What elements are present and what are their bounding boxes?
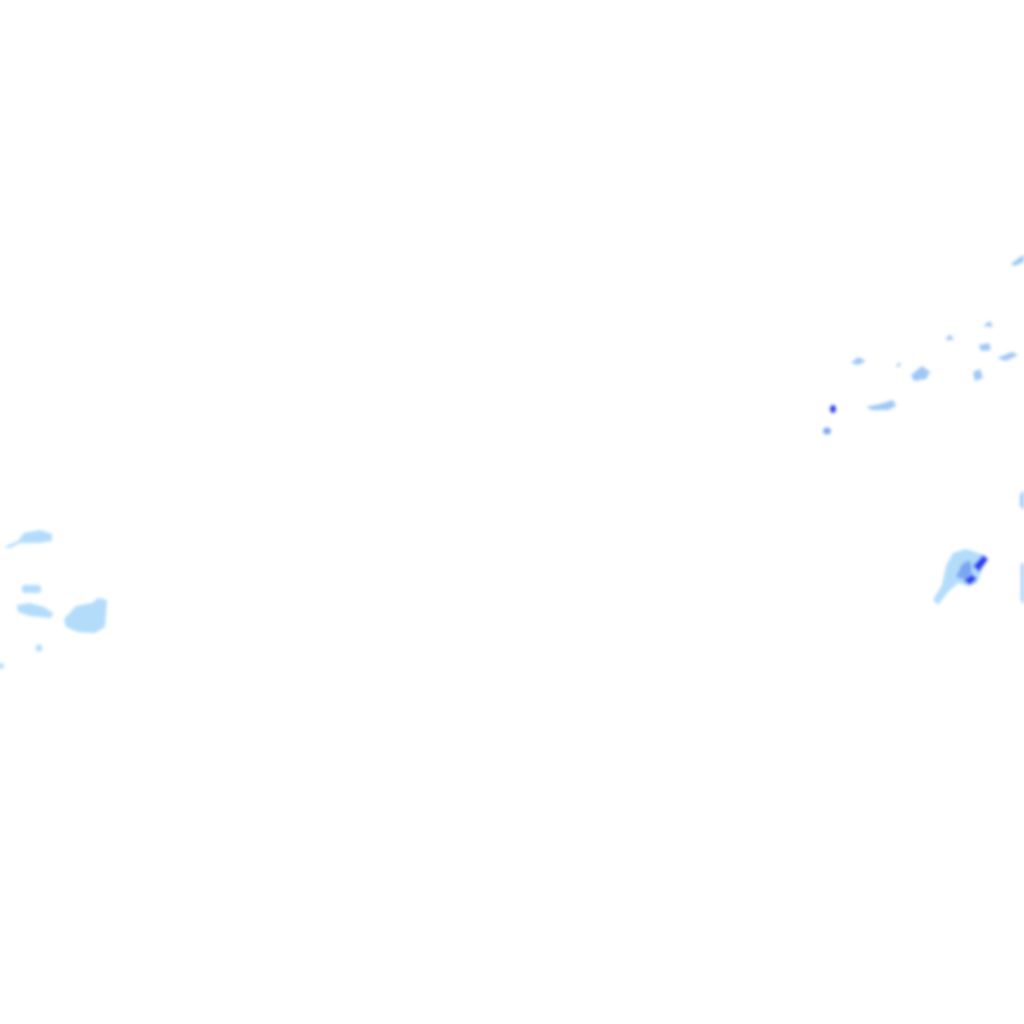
precip-cell-heavy xyxy=(964,574,977,585)
precip-cell xyxy=(1011,255,1024,266)
precip-cell xyxy=(983,321,993,327)
precip-cell xyxy=(866,400,896,410)
precip-cell xyxy=(896,362,901,367)
precip-cell xyxy=(17,603,54,618)
precip-cell xyxy=(64,598,107,633)
precip-cell xyxy=(1021,562,1024,605)
precip-cell xyxy=(1020,490,1024,510)
precip-storm-southeast xyxy=(933,549,1024,605)
precip-cell xyxy=(35,644,43,652)
precip-cell xyxy=(997,352,1018,361)
precip-cell xyxy=(22,585,41,593)
precip-cell xyxy=(851,357,866,365)
precip-cell-heavy xyxy=(830,405,836,413)
precip-cluster-east xyxy=(823,255,1024,510)
precip-cell xyxy=(0,663,4,669)
precip-cell xyxy=(979,343,991,351)
precip-cell xyxy=(911,366,930,381)
precip-cell xyxy=(973,369,983,381)
precip-cell xyxy=(956,560,972,580)
precip-cell xyxy=(823,427,831,435)
precip-cell-heavy xyxy=(973,555,988,572)
precip-cell xyxy=(945,334,954,340)
precip-cell xyxy=(4,530,52,548)
precip-cluster-west xyxy=(0,530,107,669)
